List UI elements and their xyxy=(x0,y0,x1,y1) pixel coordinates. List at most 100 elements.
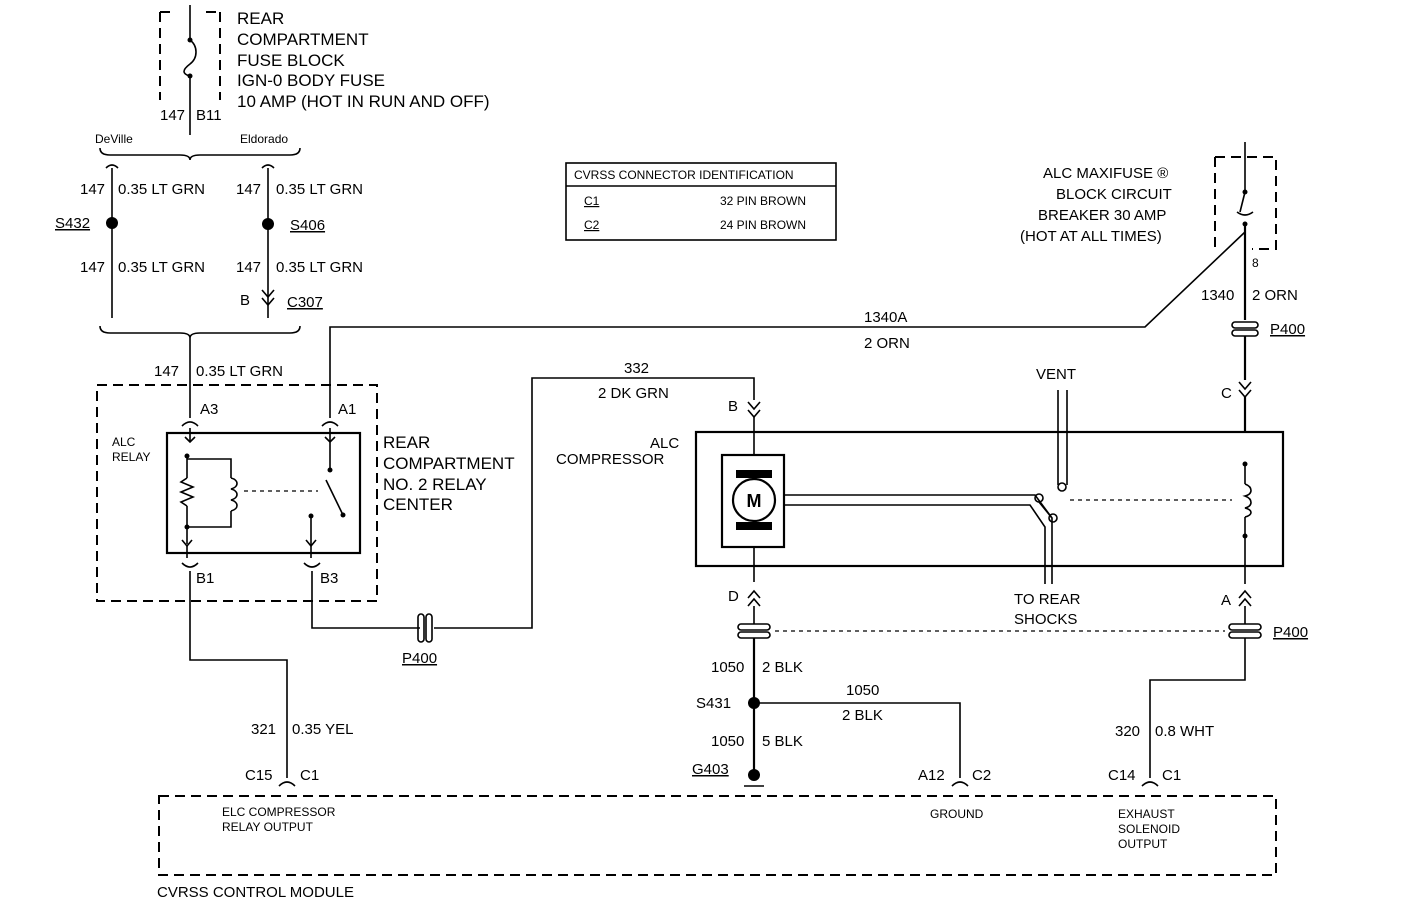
ground-wire1: 2 BLK xyxy=(762,659,803,676)
connector-table-title: CVRSS CONNECTOR IDENTIFICATION xyxy=(574,168,794,182)
variant-brace-bottom xyxy=(99,325,301,339)
variant-brace-top: DeVille Eldorado xyxy=(95,132,301,161)
relay-feed-circuit: 147 xyxy=(154,363,179,380)
fuse-block-line3: FUSE BLOCK xyxy=(237,51,345,70)
module-func2: GROUND xyxy=(930,807,984,821)
module-pin-c15: C15 xyxy=(245,767,273,784)
relay-pin-b1: B1 xyxy=(196,570,214,587)
wire-321-spec: 0.35 YEL xyxy=(292,721,353,738)
fuse-pin: B11 xyxy=(196,107,222,124)
module-func1-line1: ELC COMPRESSOR xyxy=(222,805,336,819)
wire-1340a-circuit: 1340A xyxy=(864,309,907,326)
variant-eldorado: Eldorado xyxy=(240,132,288,146)
fuse-block-line1: REAR xyxy=(237,9,284,28)
module-func3-line3: OUTPUT xyxy=(1118,837,1168,851)
eldorado-circuit-top: 147 xyxy=(236,181,261,198)
maxifuse-line2: BLOCK CIRCUIT xyxy=(1056,186,1172,203)
fuse-block-line5: 10 AMP (HOT IN RUN AND OFF) xyxy=(237,92,490,111)
fuse-circuit-number: 147 xyxy=(160,107,185,124)
deville-circuit-bottom: 147 xyxy=(80,259,105,276)
relay-pin-a3: A3 xyxy=(200,401,218,418)
connector-c307: C307 xyxy=(287,294,323,311)
ground-wire2: 2 BLK xyxy=(842,707,883,724)
compressor-pin-d: D xyxy=(728,588,739,605)
wire-321: 321 0.35 YEL xyxy=(189,571,353,778)
shocks-label1: TO REAR xyxy=(1014,591,1081,608)
splice-s431: S431 xyxy=(696,695,731,712)
maxifuse-line3: BREAKER 30 AMP xyxy=(1038,207,1166,224)
compressor-pin-c: C xyxy=(1221,385,1232,402)
fuse-block-line4: IGN-0 BODY FUSE xyxy=(237,71,385,90)
ground-circuit3: 1050 xyxy=(711,733,744,750)
wire-320: 320 0.8 WHT xyxy=(1115,638,1246,778)
deville-wire-bottom: 0.35 LT GRN xyxy=(118,259,205,276)
connector-p400-lower: P400 xyxy=(1273,624,1308,641)
compressor-label2: COMPRESSOR xyxy=(556,451,665,468)
eldorado-branch: 147 0.35 LT GRN S406 147 0.35 LT GRN B C… xyxy=(236,164,363,318)
relay-center: REAR COMPARTMENT NO. 2 RELAY CENTER ALC … xyxy=(96,384,515,602)
module-conn-c1-b: C1 xyxy=(1162,767,1181,784)
module-conn-c2: C2 xyxy=(972,767,991,784)
maxifuse-line4: (HOT AT ALL TIMES) xyxy=(1020,228,1162,245)
connector-p400-mid: P400 xyxy=(402,650,437,667)
fuse-block-line2: COMPARTMENT xyxy=(237,30,369,49)
relay-center-line3: NO. 2 RELAY xyxy=(383,475,487,494)
wire-320-spec: 0.8 WHT xyxy=(1155,723,1214,740)
relay-center-line4: CENTER xyxy=(383,495,453,514)
eldorado-circuit-bottom: 147 xyxy=(236,259,261,276)
deville-wire-top: 0.35 LT GRN xyxy=(118,181,205,198)
relay-pin-b3: B3 xyxy=(320,570,338,587)
variant-deville: DeVille xyxy=(95,132,133,146)
wire-320-circuit: 320 xyxy=(1115,723,1140,740)
cvrss-control-module: CVRSS CONTROL MODULE C15 C1 ELC COMPRESS… xyxy=(157,767,1277,901)
wire-321-circuit: 321 xyxy=(251,721,276,738)
wire-332-spec: 2 DK GRN xyxy=(598,385,669,402)
alc-compressor: ALC COMPRESSOR B M VENT TO REAR SHOCKS D xyxy=(556,366,1285,628)
p400-lower: P400 xyxy=(737,606,1308,641)
alc-relay-label2: RELAY xyxy=(112,450,150,464)
splice-s432: S432 xyxy=(55,215,90,232)
eldorado-wire-bottom: 0.35 LT GRN xyxy=(276,259,363,276)
module-func1-line2: RELAY OUTPUT xyxy=(222,820,314,834)
module-conn-c1-a: C1 xyxy=(300,767,319,784)
compressor-label1: ALC xyxy=(650,435,679,452)
ground-circuit1: 1050 xyxy=(711,659,744,676)
relay-pin-a1: A1 xyxy=(338,401,356,418)
wire-332: P400 332 2 DK GRN xyxy=(311,360,755,667)
wire-1340a-spec: 2 ORN xyxy=(864,335,910,352)
maxifuse-line1: ALC MAXIFUSE ® xyxy=(1043,165,1168,182)
motor-symbol: M xyxy=(747,491,762,511)
compressor-pin-a: A xyxy=(1221,592,1231,609)
module-func3-line2: SOLENOID xyxy=(1118,822,1180,836)
splice-s406: S406 xyxy=(290,217,325,234)
relay-feed-wire: 147 0.35 LT GRN xyxy=(154,338,283,418)
connector-table-row-c1-id: C1 xyxy=(584,194,600,208)
module-func3-line1: EXHAUST xyxy=(1118,807,1175,821)
module-pin-a12: A12 xyxy=(918,767,945,784)
wire-1340a: 1340A 2 ORN xyxy=(329,231,1246,418)
relay-center-line2: COMPARTMENT xyxy=(383,454,515,473)
eldorado-pin-b: B xyxy=(240,292,250,309)
ground-circuit2: 1050 xyxy=(846,682,879,699)
compressor-pin-b: B xyxy=(728,398,738,415)
ground-circuit: 1050 2 BLK S431 1050 2 BLK 1050 5 BLK G4… xyxy=(692,638,961,787)
connector-table-row-c2-id: C2 xyxy=(584,218,600,232)
alc-maxifuse: ALC MAXIFUSE ® BLOCK CIRCUIT BREAKER 30 … xyxy=(1020,142,1305,433)
module-pin-c14: C14 xyxy=(1108,767,1136,784)
relay-center-line1: REAR xyxy=(383,433,430,452)
vent-label: VENT xyxy=(1036,366,1076,383)
rear-fuse-block: REAR COMPARTMENT FUSE BLOCK IGN-0 BODY F… xyxy=(159,5,490,135)
wire-332-circuit: 332 xyxy=(624,360,649,377)
shocks-label2: SHOCKS xyxy=(1014,611,1077,628)
maxifuse-circuit: 1340 xyxy=(1201,287,1234,304)
deville-branch: 147 0.35 LT GRN S432 147 0.35 LT GRN xyxy=(55,164,205,318)
eldorado-wire-top: 0.35 LT GRN xyxy=(276,181,363,198)
alc-relay-label1: ALC xyxy=(112,435,136,449)
connector-table-row-c1-desc: 32 PIN BROWN xyxy=(720,194,806,208)
deville-circuit-top: 147 xyxy=(80,181,105,198)
ground-g403: G403 xyxy=(692,761,729,778)
module-name: CVRSS CONTROL MODULE xyxy=(157,884,354,901)
ground-wire3: 5 BLK xyxy=(762,733,803,750)
maxifuse-pin-8: 8 xyxy=(1252,256,1259,270)
